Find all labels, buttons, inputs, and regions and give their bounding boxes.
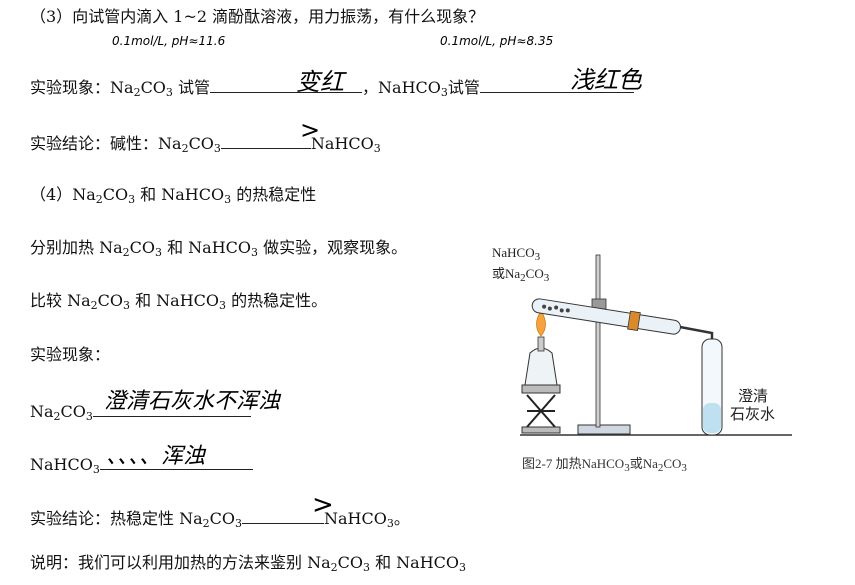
blank-comparison-2: [242, 505, 324, 524]
handwritten-greater-than-2: >: [312, 490, 334, 520]
phenomenon-label-2: 实验现象：: [30, 345, 111, 364]
apparatus-figure: NaHCO3 或Na2CO3 澄清 石灰水 图2-7 加热NaHCO3或Na2C…: [480, 235, 800, 475]
handwritten-greater-than-1: >: [300, 116, 321, 144]
handwritten-answer-red: 变红: [296, 68, 344, 96]
row-na2co3: Na2CO3: [30, 398, 251, 423]
handwritten-answer-light-red: 浅红色: [570, 66, 642, 94]
figure-caption: 图2-7 加热NaHCO3或Na2CO3: [522, 456, 687, 474]
question-4: （4）Na2CO3 和 NaHCO3 的热稳定性: [30, 185, 317, 206]
handwritten-note-nahco3-ph: 0.1mol/L, pH≈8.35: [440, 34, 554, 48]
handwritten-note-na2co3-ph: 0.1mol/L, pH≈11.6: [112, 34, 226, 48]
paragraph-compare: 比较 Na2CO3 和 NaHCO3 的热稳定性。: [30, 291, 328, 312]
figure-label-nahco3: NaHCO3: [492, 245, 541, 263]
blank-answer-1: [210, 74, 363, 93]
row-nahco3: NaHCO3: [30, 451, 253, 476]
figure-label-lime-2: 石灰水: [730, 407, 776, 423]
blank-comparison-1: [220, 130, 311, 149]
question-3: （3）向试管内滴入 1~2 滴酚酞溶液，用力振荡，有什么现象？: [30, 7, 485, 26]
handwritten-na2co3-result: 澄清石灰水不浑浊: [104, 389, 281, 414]
handwritten-nahco3-result: 、、、、浑浊: [106, 444, 206, 469]
figure-label-na2co3: 或Na2CO3: [492, 266, 550, 284]
phenomenon-line-1: 实验现象：Na2CO3 试管，NaHCO3试管: [30, 74, 634, 99]
blank-nahco3-result: [99, 451, 253, 470]
apparatus-drawing: [520, 254, 792, 436]
figure-label-lime-1: 澄清: [738, 389, 769, 405]
paragraph-heat: 分别加热 Na2CO3 和 NaHCO3 做实验，观察现象。: [30, 238, 408, 259]
blank-answer-2: [479, 74, 634, 93]
blank-na2co3-result: [92, 398, 251, 417]
note-line: 说明：我们可以利用加热的方法来鉴别 Na2CO3 和 NaHCO3: [30, 553, 467, 574]
